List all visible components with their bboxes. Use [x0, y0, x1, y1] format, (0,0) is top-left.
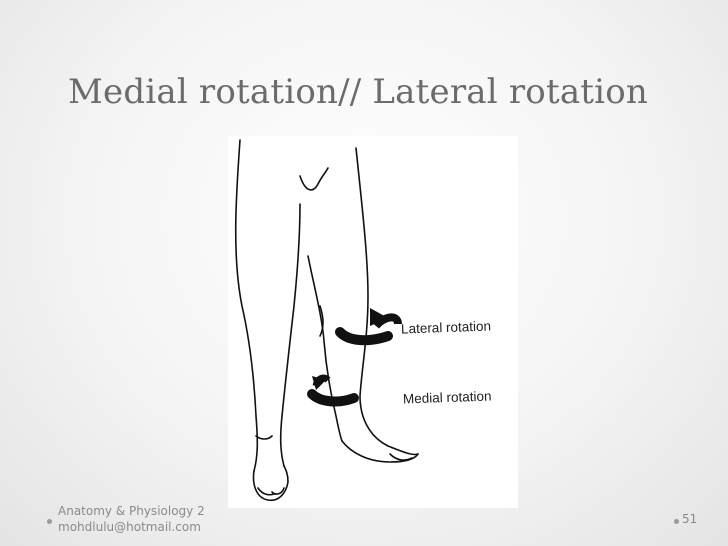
medial-rotation-label: Medial rotation: [402, 388, 492, 407]
footer-email: mohdlulu@hotmail.com: [58, 520, 201, 534]
legs-drawing: [234, 139, 419, 502]
medial-rotation-arrow-icon: [307, 374, 359, 407]
page-number: 51: [682, 512, 698, 526]
footer-bullet-right: [674, 519, 679, 524]
lateral-rotation-label: Lateral rotation: [400, 318, 492, 337]
leg-rotation-illustration: Lateral rotation Medial rotation: [228, 136, 518, 508]
footer-bullet-left: [47, 519, 52, 524]
slide-title: Medial rotation// Lateral rotation: [68, 72, 649, 112]
footer-course: Anatomy & Physiology 2: [58, 504, 205, 518]
lateral-rotation-arrow-icon: [335, 308, 402, 346]
footer-info: Anatomy & Physiology 2 mohdlulu@hotmail.…: [58, 503, 205, 535]
